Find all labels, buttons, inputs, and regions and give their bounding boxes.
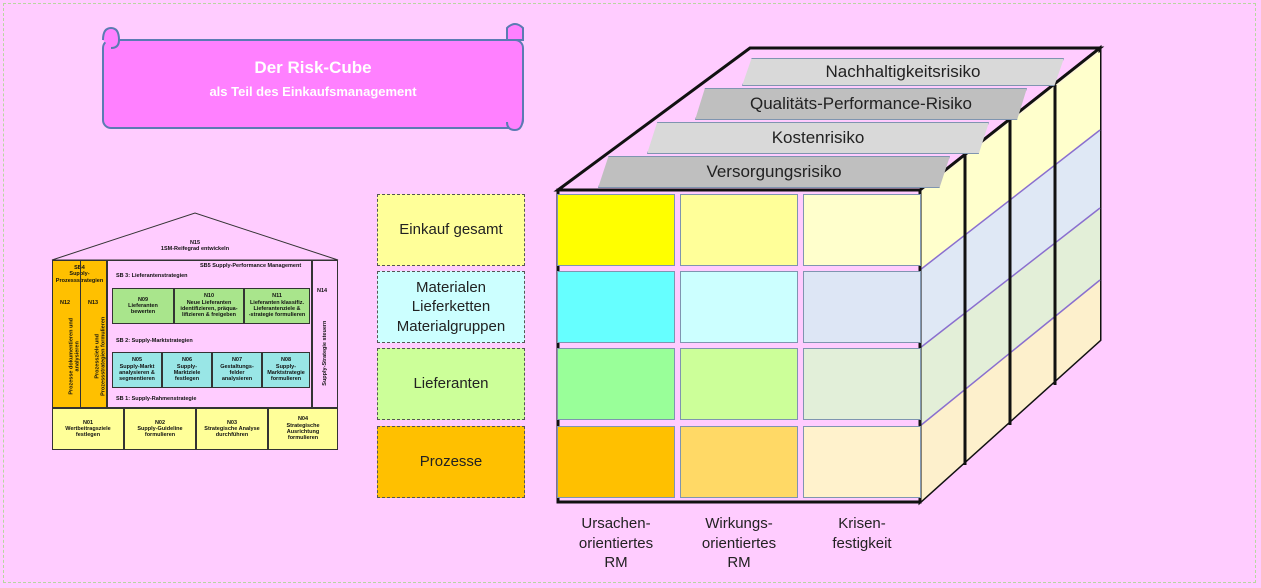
layer-versorgung: Versorgungsrisiko bbox=[598, 156, 950, 188]
house-n12-text: Prozesse dokumentieren und analysieren bbox=[68, 317, 81, 395]
row-label-lieferanten: Lieferanten bbox=[377, 348, 525, 420]
column-label-krisen: Krisen- festigkeit bbox=[832, 515, 892, 552]
column-label-wirkungs: Wirkungs- orientiertes RM bbox=[701, 515, 777, 571]
layer-kosten: Kostenrisiko bbox=[647, 122, 989, 154]
row-label-einkauf: Einkauf gesamt bbox=[377, 194, 525, 266]
house-diagram: N15 1SM-Reifegrad entwickeln SB4 Supply-… bbox=[50, 210, 340, 452]
layer-nachhaltigkeit: Nachhaltigkeitsrisiko bbox=[742, 58, 1064, 86]
banner-scroll bbox=[102, 23, 524, 132]
column-label-ursachen: Ursachen- orientiertes RM bbox=[578, 515, 654, 571]
cell-r4-c1 bbox=[557, 426, 675, 498]
house-n14-code: N14 bbox=[317, 288, 328, 294]
house-sb1: SB 1: Supply-Rahmenstrategie bbox=[116, 396, 197, 402]
house-sb3: SB 3: Lieferantenstrategien bbox=[116, 273, 188, 279]
cell-r1-c3 bbox=[803, 194, 921, 266]
cell-r2-c1 bbox=[557, 271, 675, 343]
house-sb4: SB4 Supply- Prozessstrategien bbox=[52, 260, 107, 408]
row-label-prozesse: Prozesse bbox=[377, 426, 525, 498]
house-n02: N02 Supply-Guideline formulieren bbox=[124, 408, 196, 450]
layer-qualitaet: Qualitäts-Performance-Risiko bbox=[695, 88, 1027, 120]
house-n14-text: Supply-Strategie steuern bbox=[321, 320, 328, 386]
house-sb5: SB5 Supply-Performance Management bbox=[200, 263, 302, 269]
house-n12-code: N12 bbox=[60, 300, 71, 306]
cell-r4-c2 bbox=[680, 426, 798, 498]
house-n10: N10 Neue Lieferanten identifizieren, prä… bbox=[174, 288, 244, 324]
house-n03: N03 Strategische Analyse durchführen bbox=[196, 408, 268, 450]
house-roof-label: N15 1SM-Reifegrad entwickeln bbox=[160, 240, 230, 253]
banner-title: Der Risk-Cube bbox=[254, 58, 372, 77]
house-n08: N08 Supply- Marktstrategie formulieren bbox=[262, 352, 310, 388]
cell-r3-c3 bbox=[803, 348, 921, 420]
banner-subtitle: als Teil des Einkaufsmanagement bbox=[209, 84, 417, 99]
house-n14 bbox=[312, 260, 338, 408]
cell-r4-c3 bbox=[803, 426, 921, 498]
house-n13-text: Prozessziele und Prozessstrategien formu… bbox=[94, 316, 107, 396]
house-n04: N04 Strategische Ausrichtung formulieren bbox=[268, 408, 338, 450]
cell-r2-c3 bbox=[803, 271, 921, 343]
house-sb2: SB 2: Supply-Marktstrategien bbox=[116, 338, 193, 344]
cell-r3-c2 bbox=[680, 348, 798, 420]
cell-r3-c1 bbox=[557, 348, 675, 420]
row-label-materialen: Materialen Lieferketten Materialgruppen bbox=[377, 271, 525, 343]
cell-r2-c2 bbox=[680, 271, 798, 343]
house-n07: N07 Gestaltungs- felder analysieren bbox=[212, 352, 262, 388]
house-n11: N11 Lieferanten klassifiz. Lieferantenzi… bbox=[244, 288, 310, 324]
page-frame bbox=[3, 3, 1256, 583]
cell-r1-c2 bbox=[680, 194, 798, 266]
house-roof bbox=[51, 212, 339, 261]
house-n05: N05 Supply-Markt analysieren & segmentie… bbox=[112, 352, 162, 388]
house-n13-code: N13 bbox=[88, 300, 99, 306]
house-n01: N01 Wertbeitragsziele festlegen bbox=[52, 408, 124, 450]
cell-r1-c1 bbox=[557, 194, 675, 266]
house-n09: N09 Lieferanten bewerten bbox=[112, 288, 174, 324]
house-n06: N06 Supply- Marktziele festlegen bbox=[162, 352, 212, 388]
